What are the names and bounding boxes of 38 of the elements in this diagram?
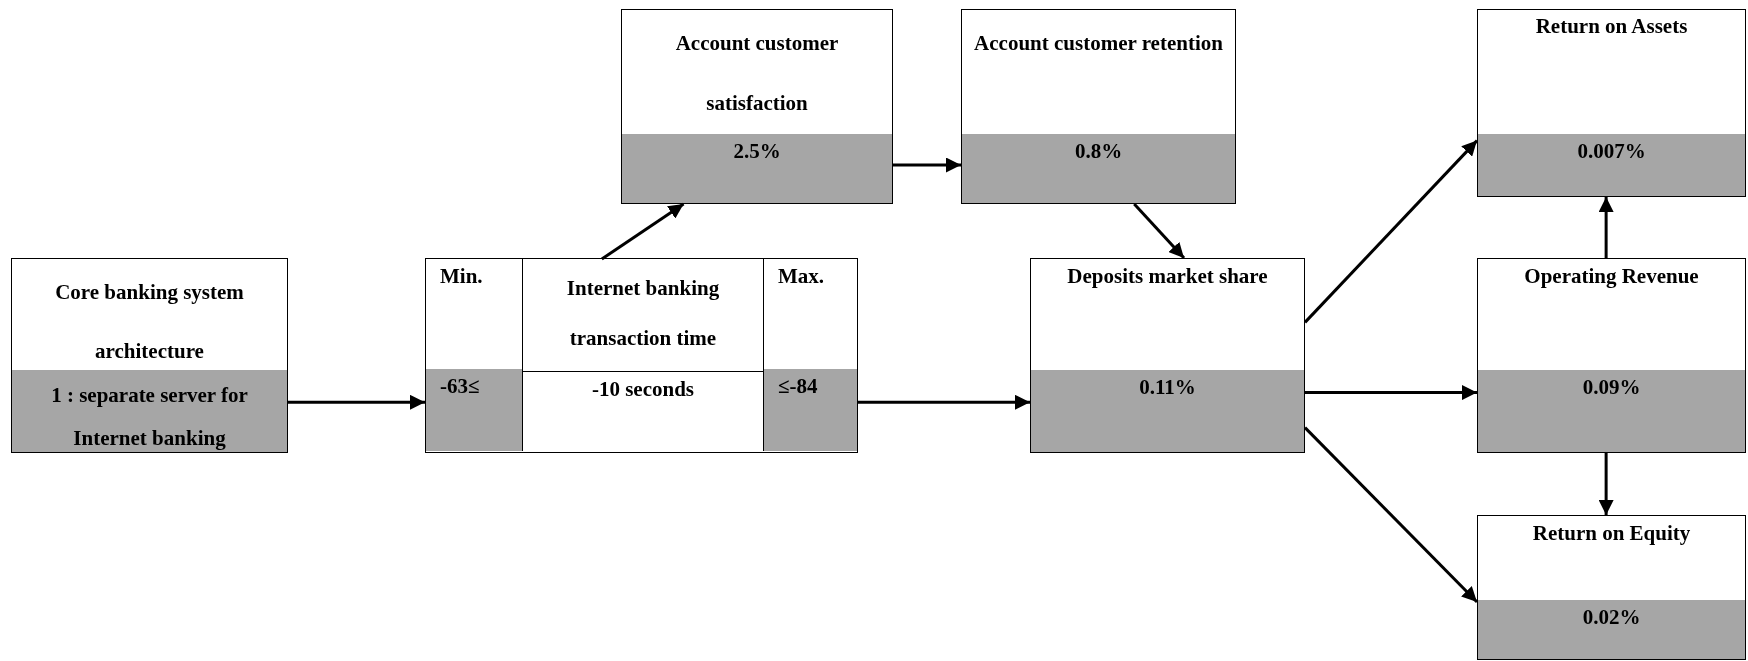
metric-box: [1477, 9, 1746, 197]
table-column: [522, 259, 764, 451]
arrow: [601, 202, 685, 261]
metric-box: [1477, 258, 1746, 453]
box-heading: Min.: [439, 263, 484, 290]
value-band: 0.02%: [1478, 600, 1745, 659]
box-heading: Core banking system architecture: [54, 279, 245, 365]
box-heading: Max.: [777, 263, 826, 290]
value-band: 0.8%: [962, 134, 1235, 203]
arrow: [1305, 385, 1477, 401]
value-band: 0.007%: [1478, 134, 1745, 196]
value-band: 0.09%: [1478, 370, 1745, 452]
box-heading: Operating Revenue: [1523, 263, 1700, 290]
arrow: [1598, 197, 1614, 258]
box-heading: Return on Equity: [1531, 520, 1692, 547]
value-band: -63≤: [426, 369, 522, 451]
box-heading: Account customer satisfaction: [674, 30, 840, 117]
value-band: 0.11%: [1031, 370, 1304, 452]
arrow: [1303, 139, 1479, 324]
metric-box: [1477, 515, 1746, 660]
arrow: [1303, 426, 1479, 604]
metric-box: [1030, 258, 1305, 453]
value-band: 1 : separate server for Internet banking: [12, 370, 287, 452]
box-heading: Account customer retention: [973, 30, 1224, 57]
arrow: [858, 394, 1030, 410]
value-band: 2.5%: [622, 134, 892, 203]
metric-box: [11, 258, 288, 453]
arrow: [1133, 203, 1186, 259]
metric-box: [961, 9, 1236, 204]
arrow: [1598, 453, 1614, 515]
arrow: [893, 157, 961, 173]
arrow: [288, 394, 425, 410]
box-heading: Deposits market share: [1066, 263, 1269, 290]
box-heading: Internet banking transaction time: [565, 275, 721, 353]
box-heading: Return on Assets: [1534, 13, 1689, 40]
value-band: ≤-84: [764, 369, 857, 451]
metric-box: [621, 9, 893, 204]
table-box: [425, 258, 858, 453]
